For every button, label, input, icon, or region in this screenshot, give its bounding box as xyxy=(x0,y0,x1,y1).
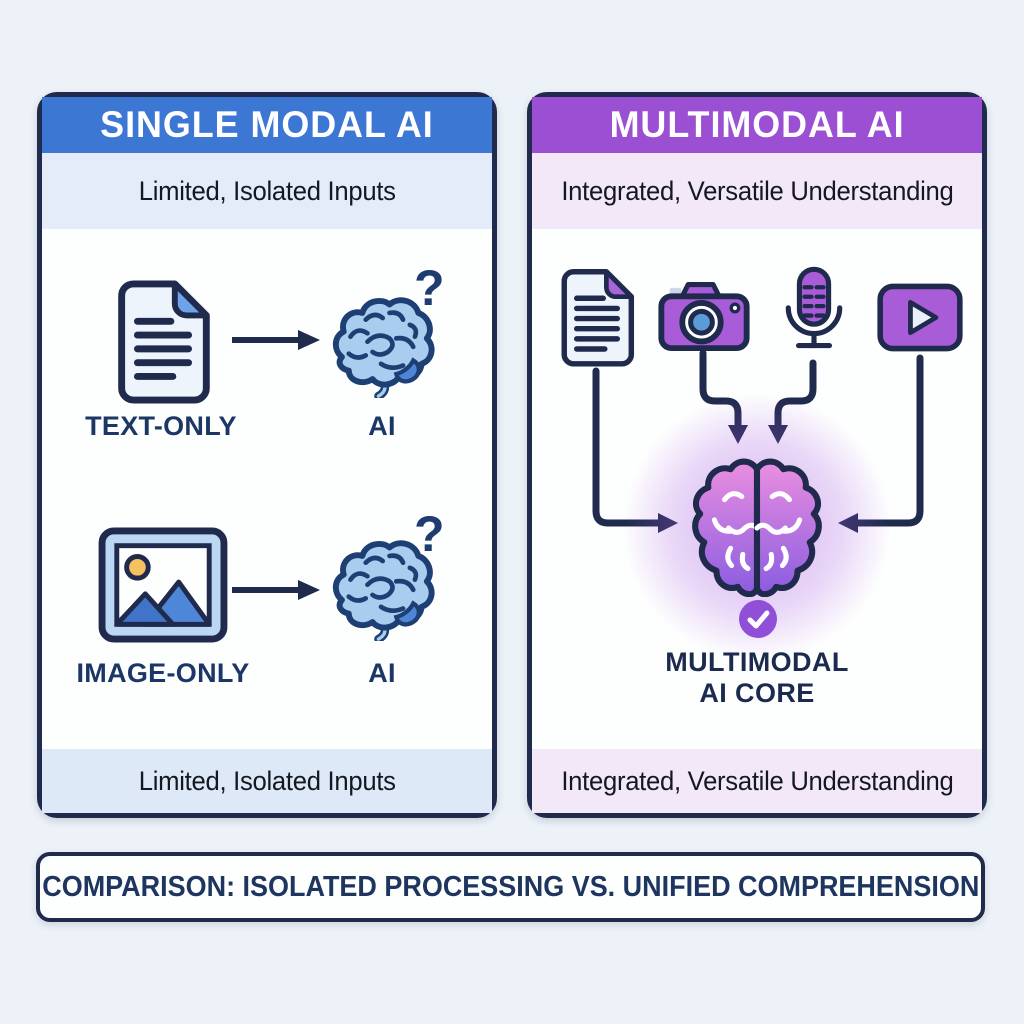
multimodal-panel: MULTIMODAL AI Integrated, Versatile Unde… xyxy=(527,92,987,818)
multimodal-brain-icon xyxy=(690,455,824,597)
ai-label: AI xyxy=(368,411,396,441)
arrow-right-icon xyxy=(232,330,320,350)
multimodal-core-label: MULTIMODAL AI CORE xyxy=(665,647,849,709)
connector-arrows xyxy=(592,349,924,533)
check-icon xyxy=(739,600,777,638)
question-mark: ? xyxy=(414,260,445,316)
camera-icon xyxy=(658,282,750,352)
multimodal-subtitle: Integrated, Versatile Understanding xyxy=(532,153,982,229)
question-mark: ? xyxy=(414,506,445,562)
document-icon xyxy=(118,280,210,404)
brain-icon xyxy=(332,297,435,398)
single-modal-title: SINGLE MODAL AI xyxy=(42,97,492,153)
microphone-icon xyxy=(785,266,843,349)
single-modal-footer: Limited, Isolated Inputs xyxy=(42,749,492,813)
image-only-label: IMAGE-ONLY xyxy=(76,658,250,688)
text-only-label: TEXT-ONLY xyxy=(85,411,237,441)
image-icon xyxy=(98,527,228,643)
brain-icon xyxy=(332,540,435,641)
single-modal-panel: SINGLE MODAL AI Limited, Isolated Inputs xyxy=(37,92,497,818)
ai-label: AI xyxy=(368,658,396,688)
single-modal-subtitle: Limited, Isolated Inputs xyxy=(42,153,492,229)
multimodal-footer: Integrated, Versatile Understanding xyxy=(532,749,982,813)
comparison-banner: COMPARISON: ISOLATED PROCESSING VS. UNIF… xyxy=(36,852,985,922)
document-icon xyxy=(561,269,635,367)
video-icon xyxy=(877,283,963,352)
comparison-banner-text: COMPARISON: ISOLATED PROCESSING VS. UNIF… xyxy=(41,870,980,903)
arrow-right-icon xyxy=(232,580,320,600)
multimodal-title: MULTIMODAL AI xyxy=(532,97,982,153)
